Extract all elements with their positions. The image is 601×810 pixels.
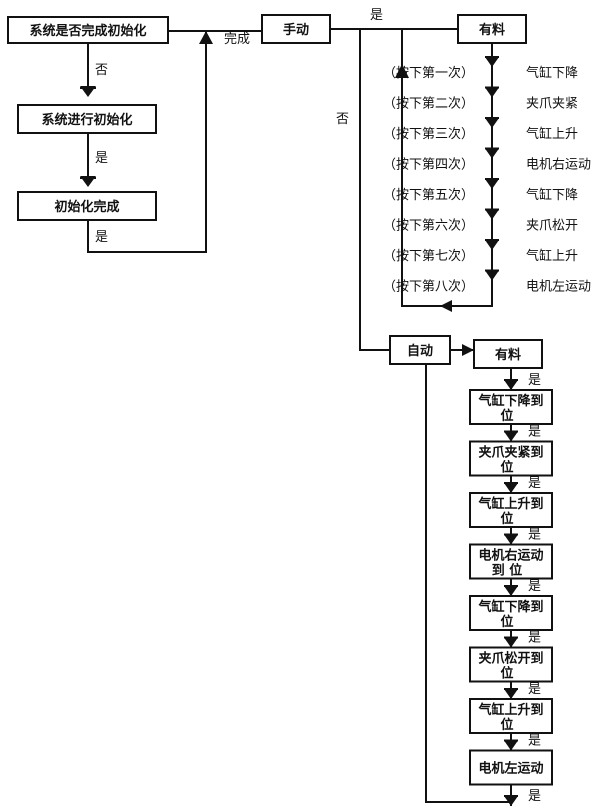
done-label: 完成 — [224, 32, 250, 47]
auto-step-arrow — [504, 380, 518, 390]
manual-step-arrow — [485, 270, 499, 281]
auto-step-line1: 气缸上升到 — [478, 702, 543, 718]
manual-step-action: 夹爪松开 — [526, 219, 578, 234]
wire-manual-no — [359, 29, 390, 351]
manual-step-arrow — [485, 240, 499, 250]
auto-step-line1: 气缸下降到 — [478, 393, 543, 409]
auto-step-arrow — [504, 689, 518, 699]
arrow-init-2 — [80, 176, 96, 187]
auto-yes-label: 是 — [528, 579, 541, 594]
auto-step-line2: 位 — [500, 408, 513, 424]
arrow-auto-to-material — [462, 344, 474, 356]
auto-step-arrow — [504, 740, 518, 751]
auto-yes-label: 是 — [528, 373, 541, 388]
auto-step-arrow — [504, 483, 518, 493]
manual-step-action: 气缸上升 — [526, 248, 578, 264]
manual-step-action: 电机左运动 — [526, 280, 591, 295]
manual-step-action: 电机右运动 — [526, 158, 591, 173]
auto-step-line1: 夹爪松开到 — [478, 651, 543, 667]
auto-material-box — [473, 339, 543, 369]
auto-step-arrow — [504, 431, 518, 442]
arrow-init-1 — [80, 86, 96, 97]
auto-step-line2: 位 — [500, 717, 513, 733]
manual-step-arrow — [485, 57, 499, 67]
manual-box — [261, 14, 331, 44]
initializing-box — [17, 104, 157, 134]
arrow-done-return — [199, 31, 213, 44]
yes-label-done: 是 — [95, 230, 108, 245]
manual-step-arrow — [485, 148, 499, 159]
manual-step-arrow — [485, 87, 499, 98]
init-check-label: 系统是否完成初始化 — [29, 23, 146, 39]
auto-step-box — [469, 440, 553, 477]
yes-label-manual: 是 — [370, 8, 383, 23]
manual-step-press: （按下第七次） — [383, 248, 474, 264]
yes-label-init: 是 — [95, 151, 108, 166]
auto-step-line2: 到 位 — [492, 563, 523, 579]
auto-step-line2: 位 — [500, 511, 513, 527]
auto-step-box — [469, 595, 553, 631]
manual-step-action: 夹爪夹紧 — [526, 97, 578, 112]
manual-step-press: （按下第六次） — [383, 218, 474, 234]
wire-auto-loop — [425, 364, 510, 803]
manual-step-action: 气缸下降 — [526, 65, 578, 81]
manual-step-press: （按下第三次） — [383, 126, 474, 142]
auto-yes-label: 是 — [528, 425, 541, 440]
manual-steps: （按下第一次） 气缸下降 （按下第二次） 夹爪夹紧 （按下第三次） 气缸上升 （按下第四次）… — [383, 43, 591, 295]
auto-yes-label: 是 — [528, 528, 541, 543]
auto-material-label: 有料 — [495, 347, 521, 363]
arrow-manual-loop-left — [440, 300, 452, 312]
manual-step-arrow — [485, 209, 499, 220]
auto-step-line2: 位 — [500, 614, 513, 630]
auto-yes-label: 是 — [528, 682, 541, 697]
manual-step-arrow — [485, 179, 499, 189]
manual-label: 手动 — [283, 22, 309, 38]
auto-yes-label: 是 — [528, 631, 541, 646]
manual-step-arrow — [485, 118, 499, 128]
arrow-manual-loop-up — [395, 64, 409, 78]
wire-done-return — [87, 30, 262, 253]
auto-step-line1: 夹爪夹紧到 — [478, 445, 543, 461]
initializing-label: 系统进行初始化 — [41, 112, 132, 128]
manual-step-press: （按下第五次） — [383, 187, 474, 203]
auto-step-box — [469, 492, 553, 528]
auto-step-arrow — [504, 586, 518, 596]
auto-yes-label-final: 是 — [528, 789, 541, 804]
auto-step-arrow — [504, 534, 518, 545]
manual-step-action: 气缸下降 — [526, 187, 578, 203]
manual-step-action: 气缸上升 — [526, 126, 578, 142]
auto-yes-label: 是 — [528, 734, 541, 749]
auto-step-arrow — [504, 637, 518, 648]
auto-step-box — [469, 389, 553, 425]
manual-material-label: 有料 — [479, 22, 505, 38]
manual-step-press: （按下第二次） — [383, 96, 474, 112]
auto-final-arrow — [504, 796, 518, 806]
no-label-manual: 否 — [336, 112, 349, 127]
auto-step-line1: 气缸上升到 — [478, 496, 543, 512]
auto-step-line1: 电机右运动 — [478, 548, 543, 564]
auto-step-line1: 电机左运动 — [478, 761, 543, 777]
manual-step-press: （按下第八次） — [383, 279, 474, 295]
init-done-label: 初始化完成 — [54, 199, 119, 215]
manual-step-press: （按下第一次） — [383, 65, 474, 81]
auto-step-line2: 位 — [500, 666, 513, 682]
no-label-init: 否 — [95, 63, 108, 78]
auto-label: 自动 — [407, 343, 433, 359]
auto-step-line1: 气缸下降到 — [478, 599, 543, 615]
init-done-box — [17, 191, 157, 221]
auto-step-box — [469, 698, 553, 734]
manual-step-press: （按下第四次） — [383, 157, 474, 173]
auto-step-box — [469, 543, 553, 580]
auto-yes-label: 是 — [528, 476, 541, 491]
auto-box — [389, 335, 451, 365]
auto-step-line2: 位 — [500, 460, 513, 476]
auto-step-box — [469, 749, 553, 786]
